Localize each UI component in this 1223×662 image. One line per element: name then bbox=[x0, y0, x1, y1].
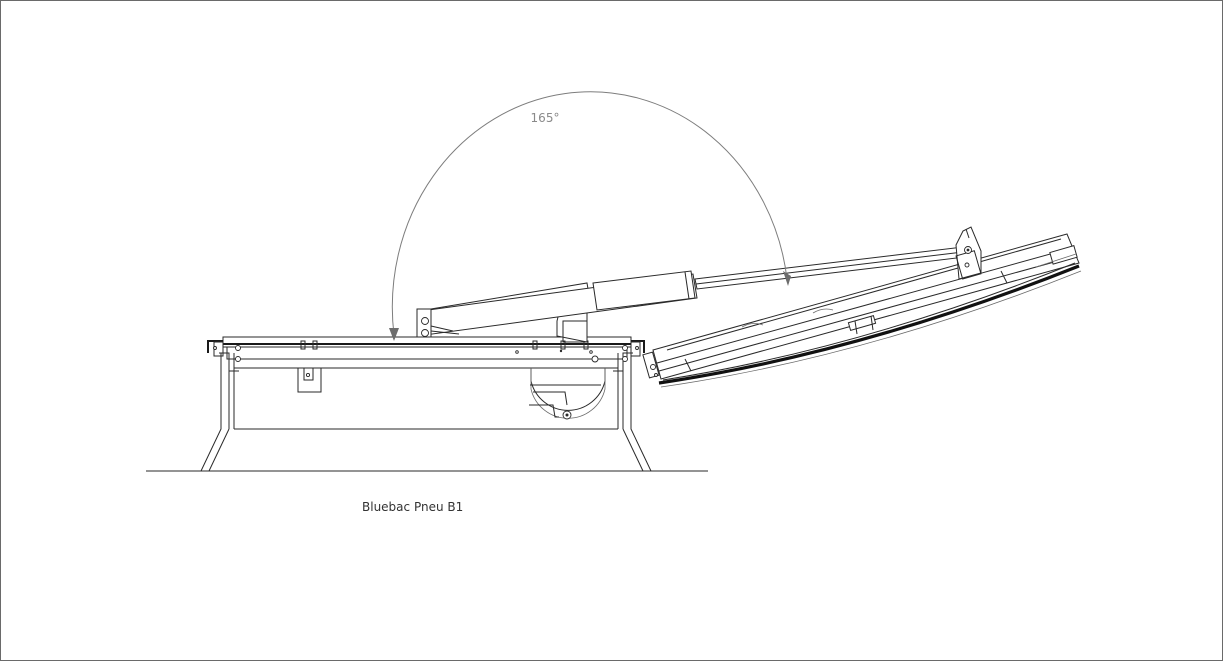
angle-arc bbox=[391, 91, 788, 336]
curb-frame bbox=[207, 336, 645, 393]
drawing-caption: Bluebac Pneu B1 bbox=[362, 500, 463, 514]
opening-angle-indicator: 165° bbox=[389, 91, 791, 341]
arrowhead-left bbox=[389, 328, 399, 341]
pneumatic-actuator bbox=[416, 246, 966, 338]
base-legs bbox=[200, 353, 652, 472]
open-lid bbox=[642, 233, 1082, 388]
arrowhead-right bbox=[783, 271, 791, 286]
lid-bracket bbox=[955, 226, 982, 280]
angle-label: 165° bbox=[531, 111, 560, 125]
